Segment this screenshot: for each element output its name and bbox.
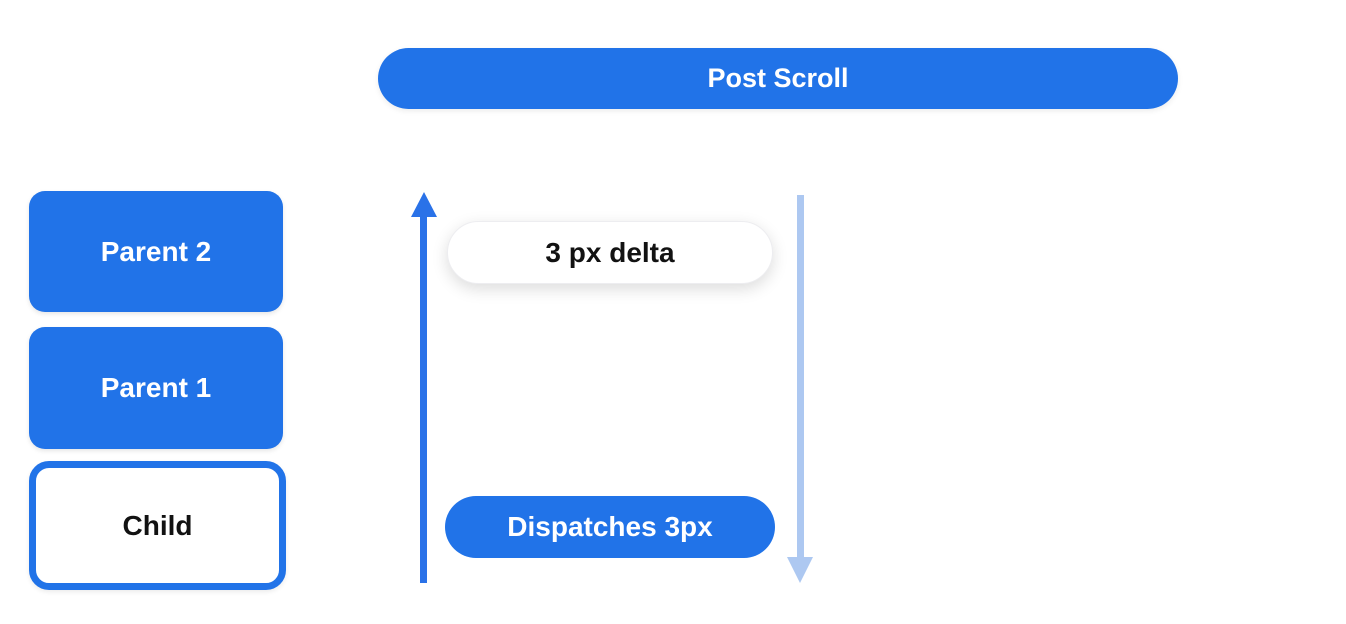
parent-1-box: Parent 1 (29, 327, 283, 449)
child-box: Child (29, 461, 286, 590)
parent-1-label: Parent 1 (100, 372, 212, 403)
post-scroll-label: Post Scroll (707, 63, 849, 93)
arrow-down-line (797, 195, 804, 560)
dispatch-label: Dispatches 3px (507, 511, 713, 542)
arrow-up-head (411, 192, 437, 217)
parent-2-box: Parent 2 (29, 191, 283, 312)
delta-label: 3 px delta (545, 236, 675, 268)
dispatch-pill: Dispatches 3px (445, 496, 775, 558)
delta-pill: 3 px delta (447, 221, 773, 284)
arrow-up-line (420, 212, 427, 583)
parent-2-label: Parent 2 (100, 235, 212, 267)
arrow-down-head (787, 557, 813, 583)
post-scroll-pill: Post Scroll (378, 48, 1178, 109)
child-label: Child (122, 509, 193, 541)
